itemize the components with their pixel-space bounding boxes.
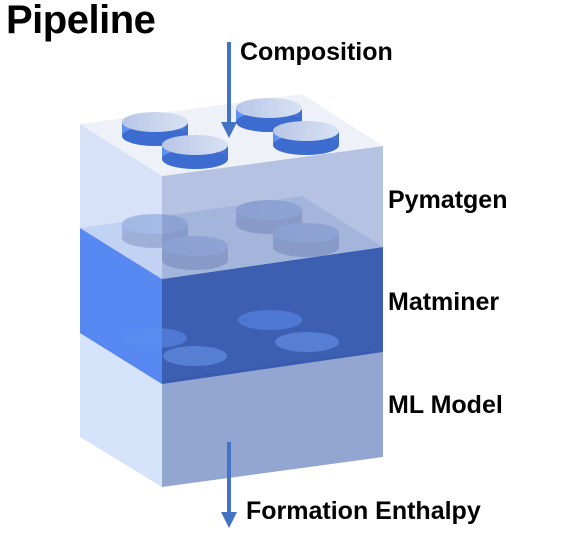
pymatgen-block-front <box>80 124 162 279</box>
stud <box>236 98 302 132</box>
layer-label-matminer: Matminer <box>388 288 500 316</box>
stud-ghost <box>163 346 227 366</box>
stud-ghost <box>123 328 187 348</box>
input-arrow <box>221 42 237 138</box>
stud <box>162 135 228 169</box>
layer-label-ml-model: ML Model <box>388 391 503 419</box>
ml-model-block-side <box>162 350 383 487</box>
layer-label-pymatgen: Pymatgen <box>388 186 508 214</box>
stud-ghost <box>238 310 302 330</box>
pipeline-title: Pipeline <box>6 0 156 42</box>
pymatgen-block-side <box>162 146 383 279</box>
stud <box>273 121 339 155</box>
output-label: Formation Enthalpy <box>246 497 481 525</box>
embedded-studs <box>123 310 339 366</box>
input-label: Composition <box>240 38 393 66</box>
output-arrow <box>221 442 237 528</box>
stud-ghost <box>275 332 339 352</box>
top-studs <box>122 98 339 169</box>
